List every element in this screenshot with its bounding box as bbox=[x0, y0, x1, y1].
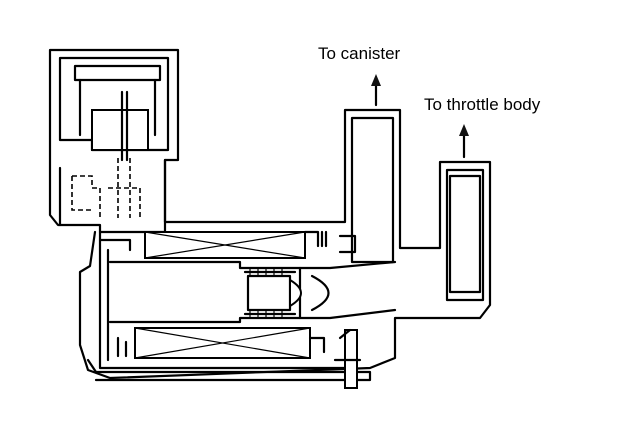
label-to-canister: To canister bbox=[318, 44, 401, 63]
upper-coil bbox=[144, 230, 357, 259]
plunger bbox=[108, 260, 397, 324]
lower-coil bbox=[116, 327, 326, 359]
electrical-connector bbox=[48, 48, 180, 234]
mounting-bracket bbox=[86, 328, 372, 389]
arrow-to-canister bbox=[371, 74, 381, 107]
arrow-to-throttle-body bbox=[459, 124, 469, 159]
valve-body bbox=[78, 108, 492, 380]
label-to-throttle-body: To throttle body bbox=[424, 95, 541, 114]
